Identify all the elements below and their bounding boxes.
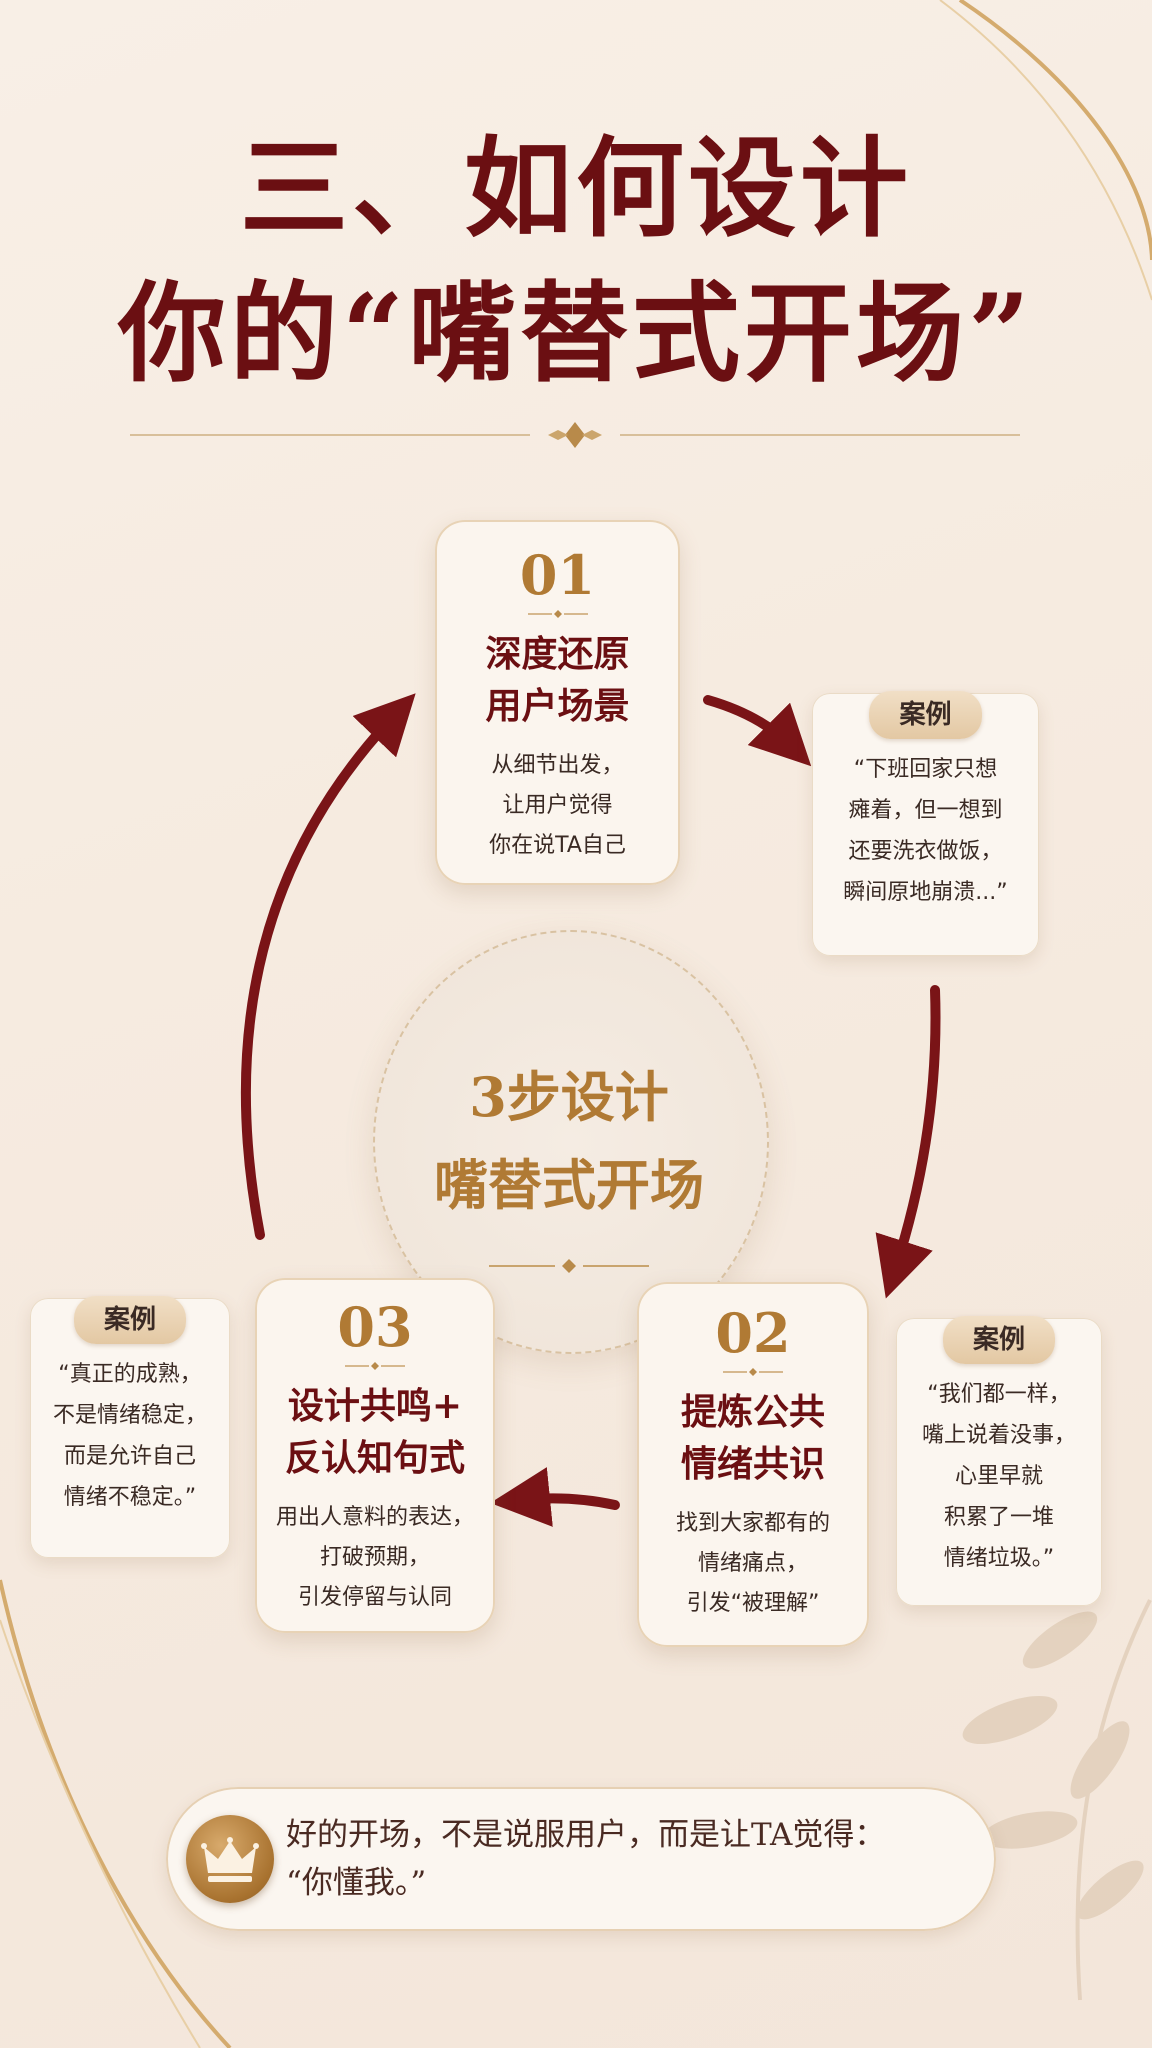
step-card-01: 01 深度还原 用户场景 从细节出发， 让用户觉得 你在说TA自己	[435, 520, 680, 885]
case-badge: 案例	[942, 1316, 1055, 1364]
case-text: “我们都一样， 嘴上说着没事， 心里早就 积累了一堆 情绪垃圾。”	[921, 1382, 1076, 1571]
summary-text: 好的开场，不是说服用户，而是让TA觉得： “你懂我。”	[286, 1817, 886, 1901]
crown-icon	[201, 1837, 259, 1882]
step-number: 03	[337, 1295, 413, 1359]
case-card-1: 案例 “下班回家只想 瘫着，但一想到 还要洗衣做饭， 瞬间原地崩溃...”	[812, 691, 1039, 956]
number-divider	[527, 610, 588, 618]
page-title-line1: 三、如何设计	[239, 126, 912, 252]
step-card-02: 02 提炼公共 情绪共识 找到大家都有的 情绪痛点， 引发“被理解”	[637, 1282, 869, 1647]
center-divider	[489, 1259, 649, 1273]
arrow-step1-to-case1	[703, 695, 812, 767]
crown-badge	[186, 1815, 274, 1903]
number-divider	[345, 1362, 405, 1370]
step-description: 用出人意料的表达， 打破预期， 引发停留与认同	[275, 1505, 474, 1610]
step-number: 02	[715, 1301, 791, 1365]
step-title: 提炼公共 情绪共识	[680, 1391, 825, 1485]
step-title: 设计共鸣+ 反认知句式	[284, 1385, 465, 1479]
case-card-3: 案例 “真正的成熟， 不是情绪稳定， 而是允许自己 情绪不稳定。”	[30, 1296, 230, 1558]
case-badge: 案例	[73, 1296, 186, 1344]
case-text: “真正的成熟， 不是情绪稳定， 而是允许自己 情绪不稳定。”	[52, 1362, 207, 1510]
step-description: 找到大家都有的 情绪痛点， 引发“被理解”	[675, 1511, 830, 1616]
summary-bar: 好的开场，不是说服用户，而是让TA觉得： “你懂我。”	[166, 1787, 996, 1931]
number-divider	[723, 1368, 783, 1376]
title-divider	[130, 422, 1020, 448]
arrow-step3-to-step1	[240, 693, 416, 1240]
center-title-line1: 3步设计	[469, 1065, 669, 1129]
case-text: “下班回家只想 瘫着，但一想到 还要洗衣做饭， 瞬间原地崩溃...”	[843, 757, 1008, 905]
step-card-03: 03 设计共鸣+ 反认知句式 用出人意料的表达， 打破预期， 引发停留与认同	[255, 1278, 495, 1633]
case-card-2: 案例 “我们都一样， 嘴上说着没事， 心里早就 积累了一堆 情绪垃圾。”	[896, 1316, 1102, 1606]
step-title: 深度还原 用户场景	[485, 633, 630, 727]
arrow-step2-to-step3	[490, 1467, 620, 1527]
center-title-line2: 嘴替式开场	[434, 1153, 704, 1217]
arrow-case1-to-step2	[875, 985, 941, 1299]
step-number: 01	[519, 543, 596, 607]
page-title-line2: 你的“嘴替式开场”	[117, 271, 1035, 397]
step-description: 从细节出发， 让用户觉得 你在说TA自己	[489, 753, 626, 858]
case-badge: 案例	[869, 691, 982, 739]
